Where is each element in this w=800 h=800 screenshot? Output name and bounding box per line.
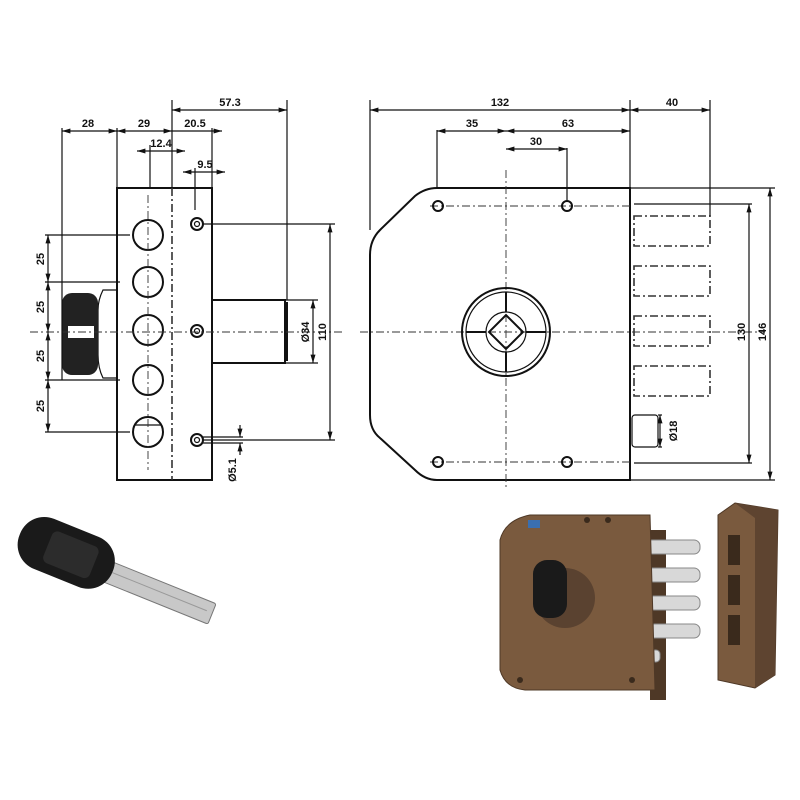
key-icon (17, 516, 217, 625)
latch-bolt (631, 414, 659, 448)
cylinder-rosette-icon (461, 287, 551, 377)
dim-130: 130 (736, 323, 748, 341)
case-screws (432, 200, 573, 468)
dim-screw-diameter: Ø5.1 (227, 458, 239, 482)
dim-40: 40 (666, 97, 678, 109)
dim-146: 146 (757, 323, 769, 341)
side-view: 28 29 20.5 57.3 12.4 9.5 25 25 25 25 Ø34 (30, 97, 345, 482)
screws (190, 217, 204, 447)
dim-132: 132 (491, 97, 509, 109)
side-dimensions: 28 29 20.5 57.3 12.4 9.5 25 25 25 25 Ø34 (35, 97, 335, 482)
dim-pitch-4: 25 (35, 400, 47, 412)
dim-20-5: 20.5 (184, 118, 205, 130)
dim-pitch-1: 25 (35, 253, 47, 265)
dim-cylinder-diameter: Ø34 (300, 321, 312, 343)
dim-30: 30 (530, 136, 542, 148)
cylinder (211, 299, 286, 364)
front-view: 132 40 35 63 30 130 146 Ø18 (360, 97, 775, 490)
dim-latch-diameter: Ø18 (668, 421, 680, 442)
knob-icon (62, 289, 117, 379)
dim-35: 35 (466, 118, 478, 130)
dim-110: 110 (317, 323, 329, 341)
dim-29: 29 (138, 118, 150, 130)
lock-case (369, 187, 631, 481)
dim-9-5: 9.5 (197, 159, 212, 171)
bolts (631, 215, 711, 448)
front-dimensions: 132 40 35 63 30 130 146 Ø18 (369, 97, 775, 481)
dim-pitch-2: 25 (35, 301, 47, 313)
strike-plate (717, 502, 779, 689)
dim-12-4: 12.4 (150, 138, 172, 150)
dim-28: 28 (82, 118, 94, 130)
dim-63: 63 (562, 118, 574, 130)
lock-photo (499, 502, 779, 700)
dim-57-3: 57.3 (219, 97, 240, 109)
dim-pitch-3: 25 (35, 350, 47, 362)
